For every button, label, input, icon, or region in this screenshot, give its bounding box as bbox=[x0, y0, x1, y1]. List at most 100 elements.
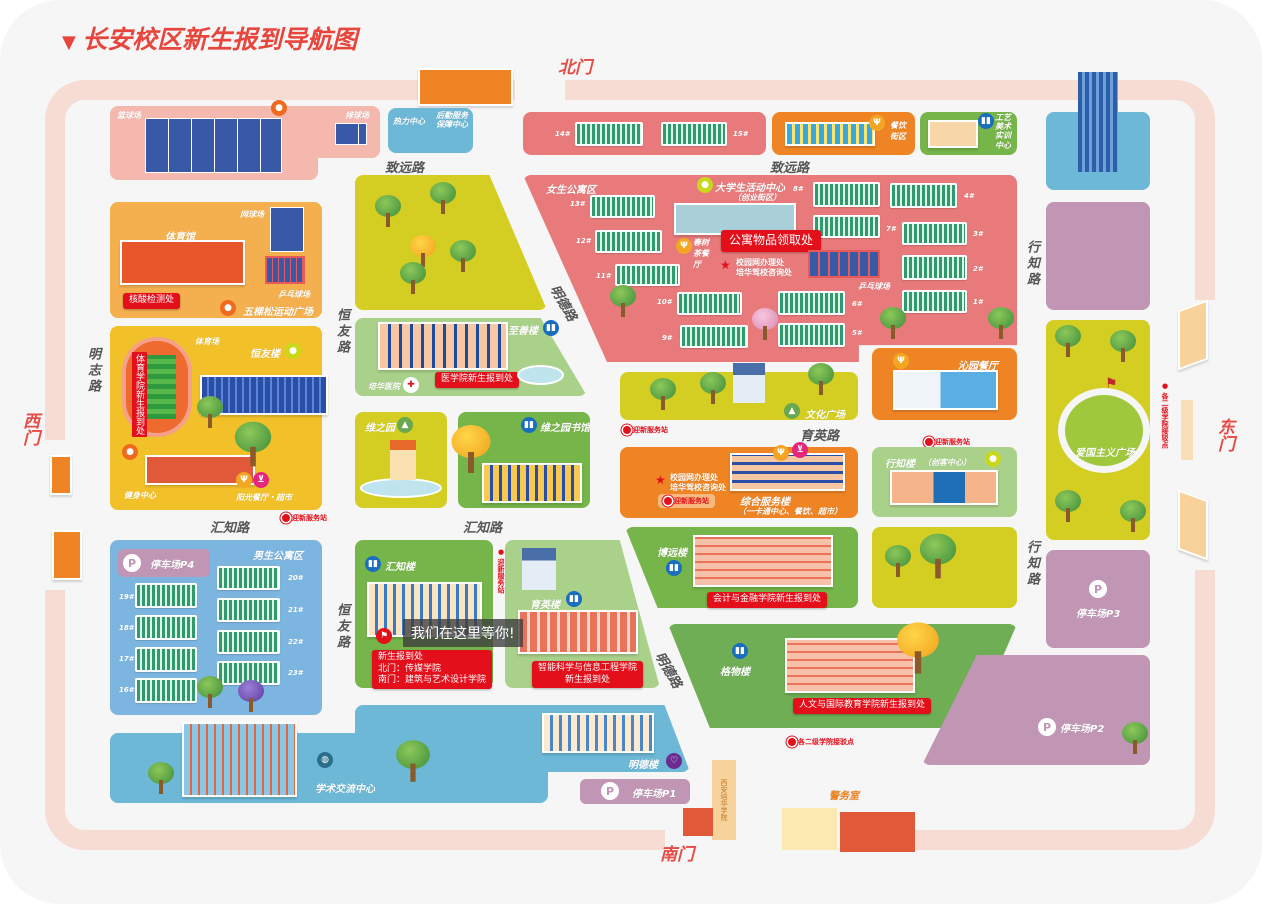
gewu-registration-tag: 人文与国际教育学院新生报到处 bbox=[793, 698, 932, 714]
tea-restaurant-label: 春树茶餐厅 bbox=[693, 238, 709, 269]
dorm-number: 17# bbox=[119, 655, 134, 663]
hospital-label: 培华医院 bbox=[368, 382, 400, 391]
gewu-building bbox=[785, 638, 915, 693]
marker-part bbox=[925, 438, 933, 446]
apartment-goods-tag: 公寓物品领取处 bbox=[721, 230, 822, 252]
dorm-number: 7# bbox=[886, 225, 896, 233]
welcome-station: 迎新服务站 bbox=[282, 513, 327, 523]
dorm-number: 14# bbox=[555, 130, 570, 138]
triangle-icon: ▼ bbox=[62, 32, 83, 53]
west-gate-icon bbox=[50, 455, 72, 495]
dorm-building bbox=[590, 195, 655, 218]
flag-icon: ⚑ bbox=[1105, 376, 1118, 392]
ball-icon: ● bbox=[220, 300, 236, 316]
west-gate-icon-lower bbox=[52, 530, 82, 580]
dorm-number: 21# bbox=[288, 606, 303, 614]
book-icon: ▮▮ bbox=[732, 643, 748, 659]
food-icon: Ψ bbox=[773, 445, 789, 461]
parking-icon: P bbox=[1089, 580, 1107, 598]
book-icon: ▮▮ bbox=[365, 556, 381, 572]
boyuan-building bbox=[693, 535, 833, 587]
yuying-building bbox=[518, 610, 638, 654]
food-icon: Ψ bbox=[676, 238, 692, 254]
east-gate-label: 东门 bbox=[1214, 418, 1234, 452]
girls-dorm-label: 女生公寓区 bbox=[546, 185, 596, 196]
south-gate-wall bbox=[683, 808, 713, 836]
dorm-building bbox=[680, 325, 748, 348]
hospital-cross-icon: ✚ bbox=[403, 377, 419, 393]
hengyou-building-label: 恒友楼 bbox=[250, 349, 280, 360]
dorm-number: 2# bbox=[973, 265, 983, 273]
dorm-building bbox=[135, 678, 197, 703]
parking-p1-label: 停车场P1 bbox=[632, 789, 677, 800]
dorm-building bbox=[135, 615, 197, 640]
tree-icon bbox=[1122, 722, 1148, 754]
tree-icon bbox=[410, 235, 436, 267]
gym-label: 体育馆 bbox=[165, 232, 195, 243]
parking-icon: P bbox=[601, 782, 619, 800]
dorm-building bbox=[890, 183, 957, 208]
academic-zone-upper bbox=[355, 705, 548, 745]
heart-icon: ♡ bbox=[666, 753, 682, 769]
parking-icon: P bbox=[123, 554, 141, 572]
dorm-number: 3# bbox=[973, 230, 983, 238]
tree-icon bbox=[1055, 490, 1081, 522]
culture-plaza-label: 文化广场 bbox=[805, 410, 845, 421]
globe-icon: ◍ bbox=[317, 752, 333, 768]
user-icon: ● bbox=[697, 177, 713, 193]
book-icon: ▮▮ bbox=[566, 591, 582, 607]
dorm-building bbox=[902, 222, 967, 245]
mingde-building-label: 明德楼 bbox=[628, 760, 658, 771]
zhishan-building-label: 至善楼 bbox=[508, 326, 538, 337]
tree-icon bbox=[700, 372, 726, 404]
dorm-building bbox=[677, 292, 742, 315]
parking-p1 bbox=[580, 779, 690, 804]
mountain-icon: ▲ bbox=[784, 403, 800, 419]
dorm-number: 22# bbox=[288, 638, 303, 646]
tree-icon bbox=[1120, 500, 1146, 532]
campus-net-label-2: 校园网办理处 bbox=[670, 473, 718, 482]
east-gate-plaque bbox=[1181, 400, 1193, 460]
pavilion-icon bbox=[733, 363, 765, 403]
driving-school-label: 培华驾校咨询处 bbox=[736, 268, 792, 277]
book-icon: ▮▮ bbox=[978, 113, 994, 129]
tree-icon bbox=[752, 308, 778, 340]
dorm-number: 9# bbox=[662, 334, 672, 342]
dorm-number: 23# bbox=[288, 669, 303, 677]
logistics-label: 后勤服务保障中心 bbox=[436, 111, 468, 129]
dorm-building bbox=[135, 647, 197, 672]
shuttle-point-south: 各二级学院接驳点 bbox=[788, 737, 854, 747]
nucleic-test-tag: 核酸检测处 bbox=[123, 293, 181, 309]
dorm-building bbox=[217, 598, 280, 622]
road-mingzhi: 明志路 bbox=[85, 347, 100, 395]
wukesong-label: 五棵松运动广场 bbox=[243, 307, 313, 318]
marker-part: 迎新服务站 bbox=[935, 438, 970, 446]
food-icon: Ψ bbox=[869, 115, 885, 131]
pingpong-label-girls: 乒乓球场 bbox=[858, 282, 890, 291]
volleyball-label: 排球场 bbox=[345, 111, 369, 120]
academic-center-label: 学术交流中心 bbox=[315, 784, 375, 795]
patriot-plaza-label: 爱国主义广场 bbox=[1075, 448, 1135, 459]
yuying-building-label: 育英楼 bbox=[530, 600, 560, 611]
marker-part bbox=[623, 426, 631, 434]
dorm-number: 20# bbox=[288, 574, 303, 582]
boyuan-registration-tag: 会计与金融学院新生报到处 bbox=[707, 592, 828, 608]
dorm-building bbox=[615, 264, 680, 286]
tree-icon bbox=[988, 307, 1014, 339]
dorm-building bbox=[661, 122, 727, 146]
huizhi-building-label: 汇知楼 bbox=[385, 562, 415, 573]
sports-college-tag: 体育学院新生报到处 bbox=[132, 352, 147, 437]
dorm-building bbox=[217, 630, 280, 654]
police-room-label: 警务室 bbox=[829, 791, 859, 802]
xingzhi-building-sub: （创客中心） bbox=[923, 458, 971, 467]
service-building bbox=[730, 453, 845, 491]
tree-icon bbox=[197, 396, 223, 428]
basketball-courts bbox=[145, 118, 282, 173]
south-gate-label: 南门 bbox=[660, 845, 694, 865]
marker-part: 迎新服务站 bbox=[292, 514, 327, 522]
service-building-sub: （一卡通中心、餐饮、超市） bbox=[738, 507, 842, 516]
book-icon: ▮▮ bbox=[543, 320, 559, 336]
heat-center-zone bbox=[388, 108, 473, 153]
medical-college-tag: 医学院新生报到处 bbox=[435, 372, 520, 388]
dorm-building bbox=[902, 255, 967, 280]
